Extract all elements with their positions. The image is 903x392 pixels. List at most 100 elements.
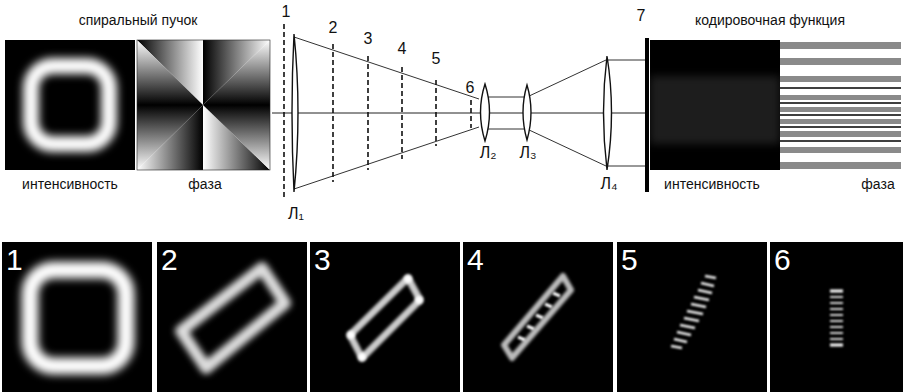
fringe [830,338,843,340]
beam-ray [608,60,648,61]
panel-number: 1 [6,245,23,275]
plane-line [332,44,334,182]
bright-spots [347,275,423,361]
panel-ground [157,242,307,392]
beam-ray [608,166,648,167]
fringe [687,311,703,314]
stripe-group [780,42,901,169]
stripe [780,126,901,128]
plate-symbol [645,38,649,192]
fringe [694,297,709,300]
fringe-group [518,293,560,340]
plane-number: 6 [466,80,475,96]
beam-ray [486,129,527,130]
ring-shape [31,66,109,144]
plane-number: 3 [364,31,373,47]
stripe-group [780,88,901,141]
fringe [830,290,843,293]
stripe [650,115,780,117]
fringe [518,337,525,340]
fringe [698,290,712,293]
image-ground [650,40,780,170]
image-caption: фаза [861,177,894,191]
beam-ray [486,97,527,98]
observation-planes [284,24,471,198]
phase-wedge [137,40,203,105]
panel-number: 6 [774,245,791,275]
fringe [830,326,843,328]
fringe [830,332,843,334]
phase-wedge [203,40,270,105]
fringe [527,326,534,329]
ring-shape [504,276,571,358]
fringe [830,314,843,316]
phase-wedge [203,105,270,170]
stripe [650,103,780,105]
fringe [830,296,843,298]
image-caption: интенсивность [664,177,760,191]
image-caption: интенсивность [22,177,118,191]
lens-label: Л₄ [600,176,617,192]
fringe [691,304,706,307]
panel-ground [310,242,460,392]
panel-number: 2 [161,245,178,275]
plane-number: 5 [432,51,441,67]
optical-axis [272,113,648,114]
stripe-group [650,48,780,157]
fringe [671,346,682,348]
panel-ground [770,242,903,392]
image-caption: фаза [188,177,221,191]
plane-line [435,80,437,146]
stripe [650,139,780,141]
stripe [780,95,901,100]
stripe [780,140,901,142]
beam-ray [294,37,479,99]
plane-line [401,67,403,159]
fringe-group [671,276,716,348]
stripe [780,76,901,82]
fringe [536,315,543,318]
bright-spot [404,275,412,283]
panel-number: 4 [467,245,484,275]
stripe [650,47,780,50]
lens-symbol [604,56,612,170]
stripe [650,91,780,93]
stripe [780,147,901,153]
bright-spot [347,331,355,339]
fringe [677,332,691,335]
stripe [650,79,780,81]
phase-wedge [137,105,203,170]
stripe [780,102,901,104]
fringe [830,308,843,310]
phase-wedge [137,105,203,170]
bright-spot [358,353,366,361]
image-heading: кодировочная функция [695,13,845,27]
lens-label: Л₃ [519,145,536,161]
stripe [650,97,780,99]
beam-ray [527,60,606,97]
lens-symbol [523,85,531,140]
beam-intensity-image [5,40,135,170]
stripe [650,127,780,129]
beam-ray [294,127,479,189]
stripe [780,87,901,89]
image-ground [5,40,135,170]
stripe [780,107,901,112]
fringe [701,283,714,286]
stripe [650,109,780,111]
stripe [650,133,780,135]
fringe [674,339,687,342]
beam-envelope [294,37,648,189]
plane-line [367,56,369,170]
plane-number: 2 [329,20,338,36]
fringe [680,325,695,328]
panel-number: 3 [314,245,331,275]
fringe [705,276,716,278]
image-ground [780,40,901,170]
phase-wedge [203,40,270,105]
bright-spot [415,296,423,304]
ring-shape [181,268,285,368]
panel-ground [2,242,152,392]
